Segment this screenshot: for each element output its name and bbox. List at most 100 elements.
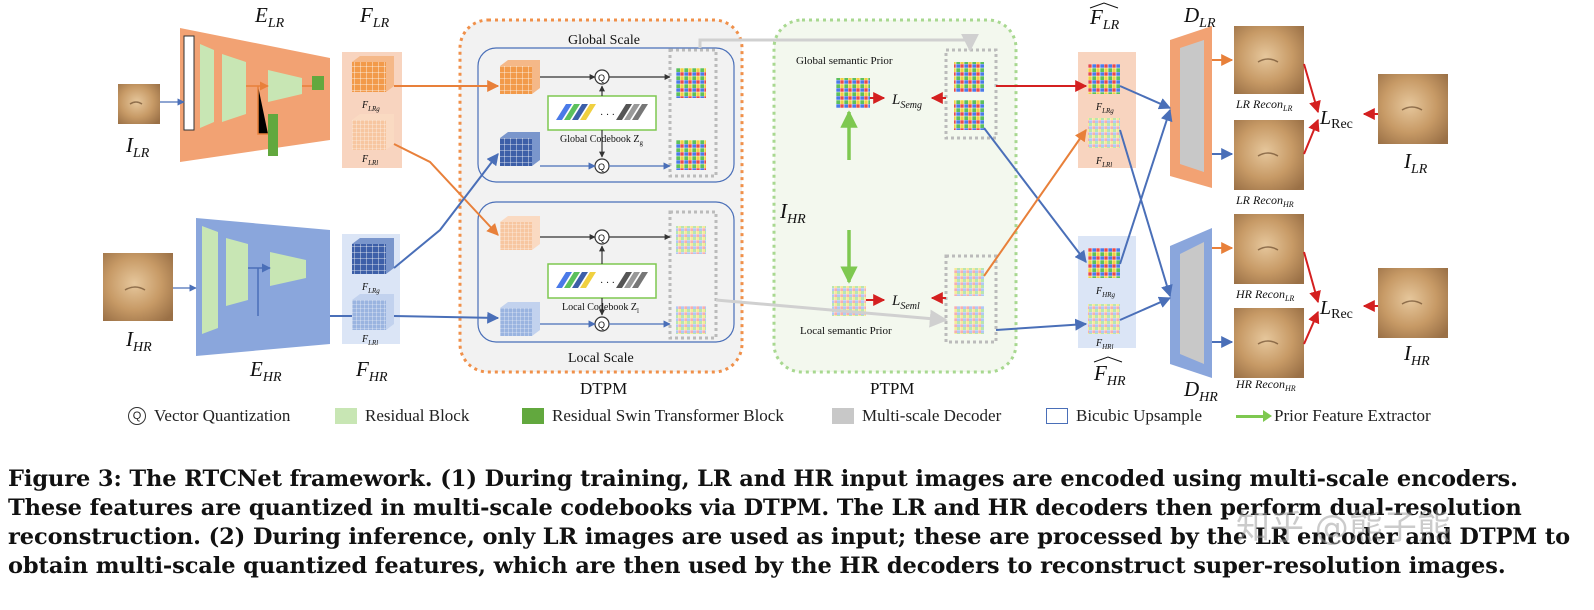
- label-d-hr: DHR: [1183, 377, 1218, 405]
- cube-lr-g: [352, 62, 386, 92]
- codebook-dots: · · ·: [600, 278, 615, 289]
- label-global-scale: Global Scale: [568, 33, 640, 48]
- label-global-prior: Global semantic Prior: [796, 55, 893, 67]
- label-l-rec-bottom: LRec: [1319, 297, 1353, 322]
- legend-decoder: Multi-scale Decoder: [832, 406, 1001, 426]
- q-symbol: Q: [598, 73, 605, 83]
- residual-block: [202, 226, 218, 334]
- label-e-lr: ELR: [254, 3, 285, 31]
- codebook-dots: · · ·: [600, 110, 615, 121]
- green-arrow-icon: [1236, 409, 1272, 422]
- residual-swatch-icon: [335, 408, 357, 424]
- lion-recon-hr-lr: [1234, 214, 1304, 284]
- local-scale-box: [477, 201, 735, 343]
- legend-vq-label: Vector Quantization: [154, 406, 291, 425]
- q-symbol: Q: [598, 320, 605, 330]
- lion-recon-lr-hr: [1234, 120, 1304, 190]
- label-fhat-lr: FLR: [1089, 5, 1120, 33]
- ptpm-fhat-arrows: [983, 80, 1088, 331]
- caption-line-2: These features are quantized in multi-sc…: [8, 495, 1522, 521]
- lion-image-lr-output: [1378, 74, 1448, 144]
- cube-global-in-l: [500, 138, 532, 166]
- label-global-codebook: Global Codebook Zg: [560, 134, 643, 147]
- ptpm-content: [832, 48, 998, 344]
- residual-block: [222, 54, 246, 122]
- q-icon: Q: [128, 407, 146, 425]
- label-recon-lr-lr: LR ReconLR: [1235, 97, 1292, 113]
- legend-decoder-label: Multi-scale Decoder: [862, 406, 1002, 425]
- label-fhat-lr-l: FLRl: [1095, 156, 1112, 169]
- residual-block: [200, 44, 214, 128]
- label-local-codebook: Local Codebook Zl: [562, 302, 639, 315]
- legend-swin-label: Residual Swin Transformer Block: [552, 406, 784, 425]
- cube-hr-l: [352, 300, 386, 330]
- legend-bicubic-label: Bicubic Upsample: [1076, 406, 1203, 425]
- label-i-hr-out: IHR: [1403, 341, 1430, 369]
- label-dtpm: DTPM: [580, 379, 627, 398]
- label-fhat-hr-l: FHRl: [1095, 338, 1113, 351]
- legend-swin: Residual Swin Transformer Block: [522, 406, 784, 426]
- residual-block: [268, 70, 302, 102]
- residual-block: [270, 252, 306, 286]
- bicubic-upsample-block: [183, 35, 195, 131]
- legend: Q Vector Quantization Residual Block Res…: [128, 406, 1568, 430]
- dtpm-cubes: [500, 48, 718, 340]
- label-l-sem-l: LSeml: [891, 293, 920, 312]
- legend-prior: Prior Feature Extractor: [1236, 406, 1431, 426]
- lion-images: [103, 26, 1448, 378]
- cube-local-in-l: [500, 308, 532, 336]
- feature-cubes: [352, 56, 394, 330]
- q-symbol: Q: [598, 162, 605, 172]
- hr-encoder: [173, 218, 330, 356]
- label-d-lr: DLR: [1183, 3, 1216, 31]
- label-ptpm: PTPM: [870, 379, 914, 398]
- cube-lr-l: [352, 120, 386, 150]
- label-l-rec-top: LRec: [1319, 107, 1353, 132]
- label-l-sem-g: LSemg: [891, 92, 922, 111]
- label-fhr-l: FLRl: [361, 334, 378, 347]
- label-i-hr-in: IHR: [125, 327, 152, 355]
- label-fhr-g: FLRg: [361, 282, 380, 295]
- residual-block: [226, 238, 248, 306]
- swin-block: [312, 76, 324, 90]
- caption-line-3: reconstruction. (2) During inference, on…: [8, 524, 1571, 550]
- label-f-lr: FLR: [359, 3, 390, 31]
- watermark: 知乎 @熊子熊: [1236, 508, 1451, 548]
- codebook-bars: [556, 104, 648, 288]
- lion-recon-lr-lr: [1234, 26, 1304, 94]
- legend-bicubic: Bicubic Upsample: [1046, 406, 1202, 426]
- label-flr-l: FLRl: [361, 154, 378, 167]
- decoder-swatch-icon: [832, 408, 854, 424]
- label-i-lr-in: ILR: [125, 133, 150, 161]
- label-i-lr-out: ILR: [1403, 149, 1428, 177]
- lion-image-hr-output: [1378, 268, 1448, 338]
- caption-line-1: Figure 3: The RTCNet framework. (1) Duri…: [8, 466, 1518, 492]
- diagram-labels: ELR FLR ILR IHR EHR FHR FLRg FLRl FLRg F…: [125, 2, 1430, 405]
- figure-caption: Figure 3: The RTCNet framework. (1) Duri…: [8, 465, 1588, 581]
- label-recon-hr-lr: HR ReconLR: [1235, 287, 1294, 303]
- decoder-arrows: [1119, 54, 1378, 348]
- caption-line-4: obtain multi-scale quantized features, w…: [8, 553, 1506, 579]
- lr-encoder: [160, 28, 330, 162]
- hr-decoder: [1170, 228, 1212, 378]
- label-local-scale: Local Scale: [568, 351, 634, 366]
- cube-local-in-g: [500, 222, 532, 250]
- lr-encoder-body: [180, 28, 330, 162]
- cube-hr-g: [352, 244, 386, 274]
- label-fhat-lr-g: FLRg: [1095, 102, 1114, 115]
- encoder-dtpm-arrows: [330, 80, 500, 324]
- label-local-prior: Local semantic Prior: [800, 325, 892, 337]
- global-scale-box: [477, 47, 735, 183]
- swin-swatch-icon: [522, 408, 544, 424]
- label-f-hr: FHR: [355, 357, 388, 385]
- bicubic-swatch-icon: [1046, 408, 1068, 424]
- dtpm-arrows: [540, 74, 671, 328]
- cube-global-in-g: [500, 66, 532, 94]
- lion-recon-hr-hr: [1234, 308, 1304, 378]
- label-recon-lr-hr: LR ReconHR: [1235, 193, 1294, 209]
- legend-residual: Residual Block: [335, 406, 469, 426]
- label-recon-hr-hr: HR ReconHR: [1235, 377, 1296, 393]
- quantized-global-stack: [668, 48, 718, 178]
- rtcnet-diagram: ELR FLR ILR IHR EHR FHR FLRg FLRl FLRg F…: [103, 2, 1448, 405]
- label-fhat-hr-g: FHRg: [1095, 286, 1115, 299]
